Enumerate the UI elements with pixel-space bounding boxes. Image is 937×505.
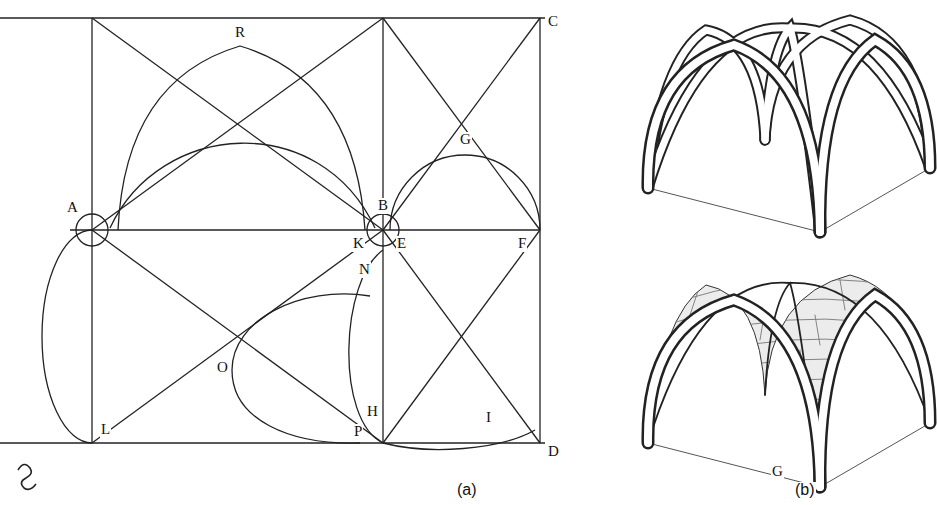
rib-vault — [648, 20, 930, 232]
drawing-stroke — [92, 230, 383, 443]
drawing-stroke — [820, 168, 930, 232]
drawing-stroke — [648, 40, 930, 232]
drawing-stroke — [92, 230, 383, 443]
drawing-stroke — [820, 40, 930, 232]
drawing-stroke — [640, 359, 935, 395]
drawing-stroke — [648, 295, 930, 487]
point-label: E — [396, 236, 407, 252]
point-label: C — [547, 14, 559, 30]
point-label: F — [517, 236, 527, 252]
drawing-stroke — [648, 275, 930, 487]
drawing-stroke — [383, 230, 540, 443]
drawing-stroke — [648, 188, 820, 232]
drawing-stroke — [70, 229, 540, 230]
point-label: H — [366, 404, 379, 420]
drawing-stroke — [648, 283, 930, 487]
panel-label: (b) — [794, 482, 816, 499]
drawing-stroke — [118, 46, 365, 230]
drawing-stroke — [648, 20, 930, 232]
vaulted-bay — [640, 275, 935, 487]
point-label: P — [353, 424, 363, 440]
drawing-stroke — [820, 40, 930, 232]
drawing-stroke — [390, 155, 540, 230]
drawing-stroke — [383, 18, 540, 230]
drawing-stroke — [648, 45, 820, 232]
panel-label: (a) — [456, 482, 478, 499]
drawing-stroke — [648, 45, 820, 232]
drawing-stroke — [383, 18, 540, 230]
drawing-stroke — [640, 419, 935, 455]
point-label: D — [547, 444, 560, 460]
point-label: N — [358, 262, 371, 278]
drawing-stroke — [648, 443, 820, 487]
drawing-stroke — [648, 300, 820, 487]
drawing-stroke — [0, 17, 545, 18]
drawing-stroke — [0, 442, 545, 443]
drawing-stroke — [640, 399, 935, 435]
drawing-stroke — [648, 423, 930, 487]
drawing-stroke — [383, 430, 535, 449]
vault-construction — [0, 18, 545, 489]
drawing-stroke — [648, 20, 930, 232]
drawing-stroke — [648, 300, 820, 487]
drawing-stroke — [820, 423, 930, 487]
point-label: K — [352, 236, 365, 252]
drawing-stroke — [383, 230, 540, 443]
point-label: B — [377, 198, 389, 214]
point-label: A — [66, 200, 79, 216]
drawing-stroke — [648, 295, 930, 487]
drawing-stroke — [92, 18, 383, 230]
point-label: O — [216, 360, 229, 376]
drawing-stroke — [820, 295, 930, 487]
drawing-stroke — [42, 230, 92, 443]
drawing-stroke — [668, 350, 892, 395]
drawing-stroke — [367, 214, 399, 246]
drawing-stroke — [648, 40, 930, 232]
drawing-stroke — [92, 18, 383, 230]
point-label: G — [771, 464, 784, 480]
drawing-stroke — [648, 168, 930, 232]
point-label: G — [459, 132, 472, 148]
drawing-stroke — [349, 250, 383, 443]
point-label: I — [485, 410, 492, 426]
drawing-stroke — [820, 295, 930, 487]
drawing-stroke — [18, 464, 36, 489]
point-label: R — [234, 25, 246, 41]
drawing-stroke — [110, 143, 375, 228]
drawing-stroke — [640, 379, 935, 415]
point-label: L — [100, 422, 111, 438]
